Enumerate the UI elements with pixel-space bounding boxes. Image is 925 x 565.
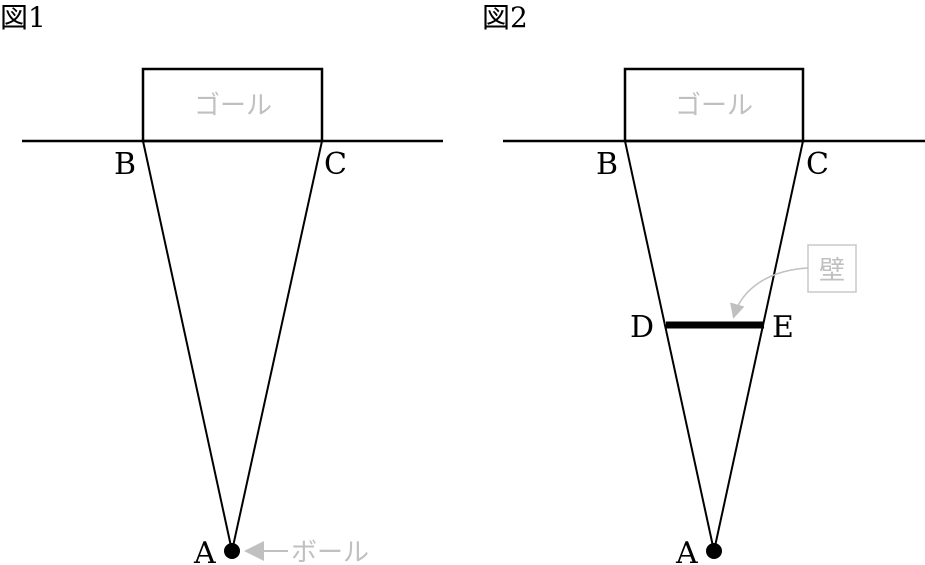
line-ac bbox=[231, 140, 323, 552]
point-d-label: D bbox=[630, 310, 654, 345]
goal-box bbox=[623, 67, 805, 143]
ball-point bbox=[706, 543, 722, 559]
point-c-label: C bbox=[324, 147, 347, 182]
point-a-label: A bbox=[675, 536, 698, 565]
goal-box bbox=[141, 67, 324, 143]
point-b-label: B bbox=[114, 147, 136, 182]
ball-label: ボール bbox=[291, 538, 369, 565]
figure-1: 図1 ゴール B C A ボール bbox=[0, 1, 443, 565]
line-ab bbox=[142, 140, 233, 552]
point-c-label: C bbox=[806, 147, 829, 182]
line-ac bbox=[713, 140, 804, 552]
goal-label: ゴール bbox=[675, 91, 753, 121]
line-ab bbox=[624, 140, 715, 552]
wall-label: 壁 bbox=[819, 256, 845, 286]
goal-label: ゴール bbox=[194, 91, 272, 121]
point-a-label: A bbox=[193, 536, 216, 565]
wall-arrow-icon bbox=[730, 267, 809, 319]
ball-point bbox=[224, 543, 240, 559]
point-e-label: E bbox=[772, 310, 794, 345]
figure-2: 図2 ゴール B C D E A 壁 bbox=[482, 1, 925, 565]
figure-1-title: 図1 bbox=[0, 1, 46, 34]
figure-2-title: 図2 bbox=[482, 1, 528, 34]
point-b-label: B bbox=[596, 147, 618, 182]
